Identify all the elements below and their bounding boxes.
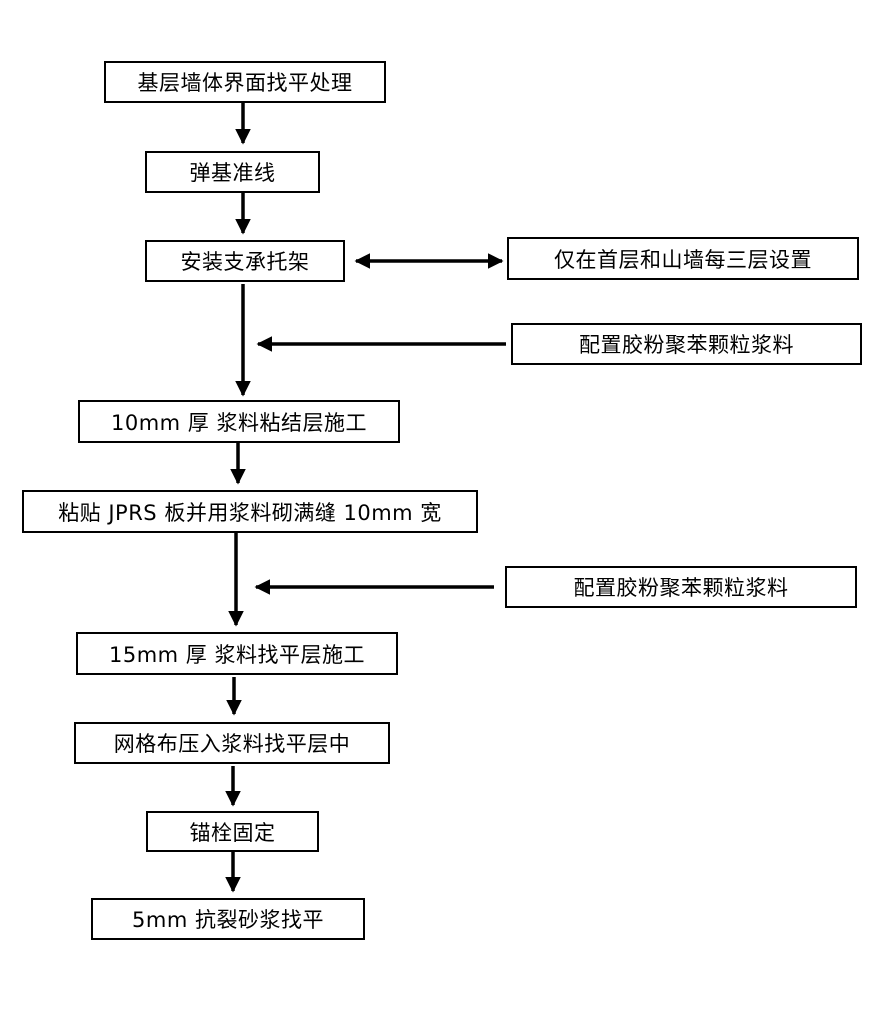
side-note-box-1: 仅在首层和山墙每三层设置: [507, 237, 859, 280]
step-box-2: 弹基准线: [145, 151, 320, 193]
step-label-9: 5mm 抗裂砂浆找平: [132, 908, 324, 932]
step-box-1: 基层墙体界面找平处理: [104, 61, 386, 103]
side-note-label-2: 配置胶粉聚苯颗粒浆料: [579, 333, 794, 357]
step-label-7: 网格布压入浆料找平层中: [113, 732, 351, 756]
step-label-3: 安装支承托架: [180, 250, 310, 274]
step-box-3: 安装支承托架: [145, 240, 345, 282]
step-box-7: 网格布压入浆料找平层中: [74, 722, 390, 764]
step-box-5: 粘贴 JPRS 板并用浆料砌满缝 10mm 宽: [22, 490, 478, 533]
step-label-5: 粘贴 JPRS 板并用浆料砌满缝 10mm 宽: [58, 500, 442, 525]
step-label-2: 弹基准线: [189, 161, 276, 185]
step-label-4: 10mm 厚 浆料粘结层施工: [111, 410, 367, 435]
step-label-8: 锚栓固定: [189, 820, 276, 845]
side-note-label-1: 仅在首层和山墙每三层设置: [554, 247, 812, 272]
step-label-1: 基层墙体界面找平处理: [137, 71, 353, 95]
step-box-8: 锚栓固定: [146, 811, 319, 852]
side-note-box-3: 配置胶粉聚苯颗粒浆料: [505, 566, 857, 608]
step-box-9: 5mm 抗裂砂浆找平: [91, 898, 365, 940]
side-note-box-2: 配置胶粉聚苯颗粒浆料: [511, 323, 862, 365]
step-box-6: 15mm 厚 浆料找平层施工: [76, 632, 398, 675]
step-label-6: 15mm 厚 浆料找平层施工: [109, 642, 365, 667]
side-note-label-3: 配置胶粉聚苯颗粒浆料: [573, 576, 789, 600]
step-box-4: 10mm 厚 浆料粘结层施工: [78, 400, 400, 443]
